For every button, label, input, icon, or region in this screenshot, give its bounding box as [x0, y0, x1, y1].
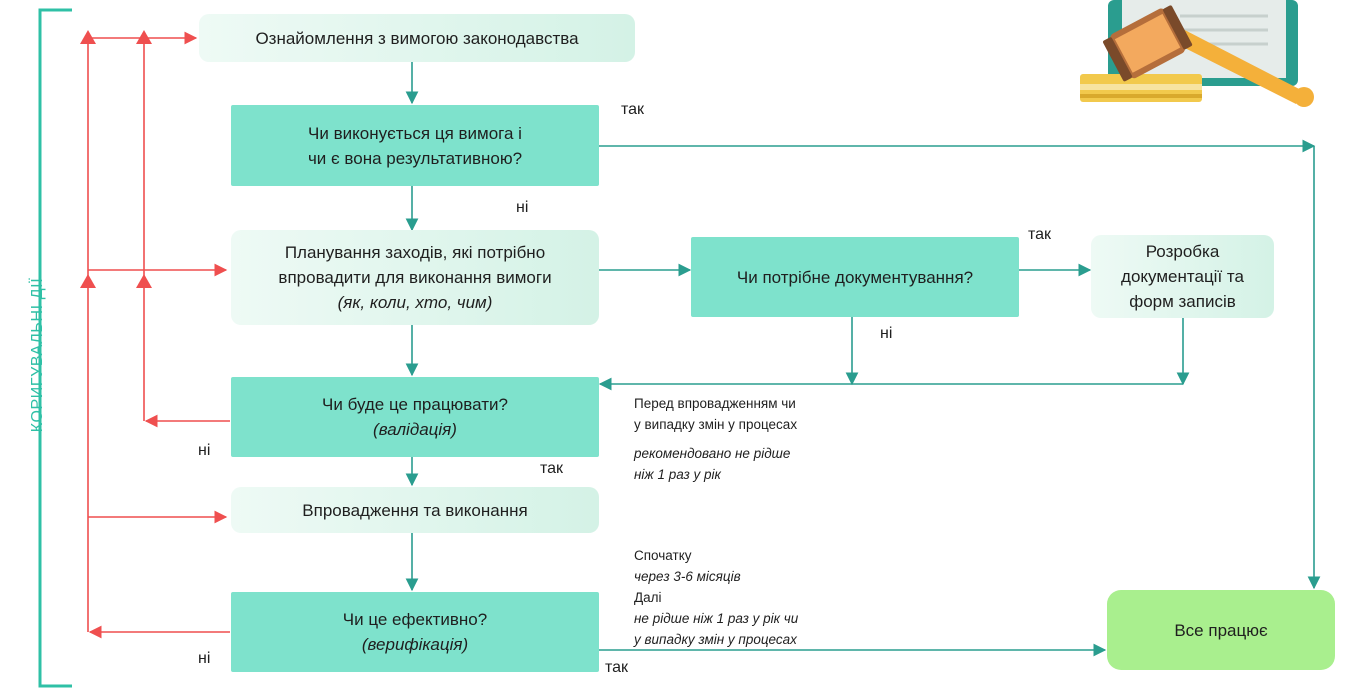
verification-timing-note: Спочатку через 3-6 місяців Далі не рідше…: [634, 545, 798, 650]
verification-note-line5: у випадку змін у процесах: [634, 632, 797, 647]
all-works-text: Все працює: [1174, 620, 1268, 640]
validation-box: Чи буде це працювати? (валідація): [231, 377, 599, 457]
side-bracket: [38, 8, 72, 688]
compliance-question-box: Чи виконується ця вимога і чи є вона рез…: [231, 105, 599, 186]
yes-label-verification: так: [605, 659, 629, 676]
validation-note-line2: у випадку змін у процесах: [634, 417, 798, 432]
documentation-development-line3: форм записів: [1129, 292, 1236, 311]
validation-note-line4: ніж 1 раз у рік: [634, 467, 721, 482]
compliance-question-line1: Чи виконується ця вимога і: [308, 123, 522, 143]
validation-timing-note: Перед впровадженням чи у випадку змін у …: [634, 393, 797, 485]
planning-line1: Планування заходів, які потрібно: [284, 243, 546, 262]
no-label-verification: ні: [198, 650, 211, 667]
yes-label-compliance: так: [621, 101, 645, 118]
verification-line1: Чи це ефективно?: [342, 610, 488, 629]
planning-line3: (як, коли, хто, чим): [337, 293, 493, 312]
documentation-development-line1: Розробка: [1145, 242, 1220, 261]
all-works-box: Все працює: [1107, 590, 1335, 670]
verification-line2: (верифікація): [361, 635, 469, 654]
validation-note-line1: Перед впровадженням чи: [634, 396, 796, 411]
verification-note-line2: через 3-6 місяців: [634, 569, 741, 584]
verification-box: Чи це ефективно? (верифікація): [231, 592, 599, 672]
documentation-development-box: Розробка документації та форм записів: [1091, 235, 1274, 318]
validation-line1: Чи буде це працювати?: [322, 395, 508, 414]
documentation-question-box: Чи потрібне документування?: [691, 237, 1019, 317]
planning-line2: впровадити для виконання вимоги: [278, 268, 552, 287]
corrective-actions-text: КОРИГУВАЛЬНІ ДІЇ: [29, 277, 46, 433]
verification-note-line1: Спочатку: [634, 548, 692, 563]
law-requirement-text: Ознайомлення з вимогою законодавства: [255, 28, 579, 48]
implementation-box: Впровадження та виконання: [231, 487, 599, 533]
planning-box: Планування заходів, які потрібно впровад…: [231, 230, 599, 325]
verification-note-line3: Далі: [634, 590, 662, 605]
yes-label-documentation: так: [1028, 226, 1052, 243]
no-label-documentation: ні: [880, 325, 893, 342]
judge-gavel-icon: [1080, 0, 1314, 107]
yes-label-validation: так: [540, 460, 564, 477]
validation-line2: (валідація): [373, 420, 457, 439]
verification-note-line4: не рідше ніж 1 раз у рік чи: [634, 611, 799, 626]
no-label-validation: ні: [198, 442, 211, 459]
compliance-question-line2: чи є вона результативною?: [307, 148, 523, 168]
documentation-development-line2: документації та: [1121, 267, 1244, 286]
law-requirement-box: Ознайомлення з вимогою законодавства: [199, 14, 635, 62]
validation-note-line3: рекомендовано не рідше: [634, 446, 791, 461]
documentation-question-text: Чи потрібне документування?: [736, 267, 974, 287]
implementation-text: Впровадження та виконання: [302, 500, 528, 520]
no-label-compliance: ні: [516, 199, 529, 216]
